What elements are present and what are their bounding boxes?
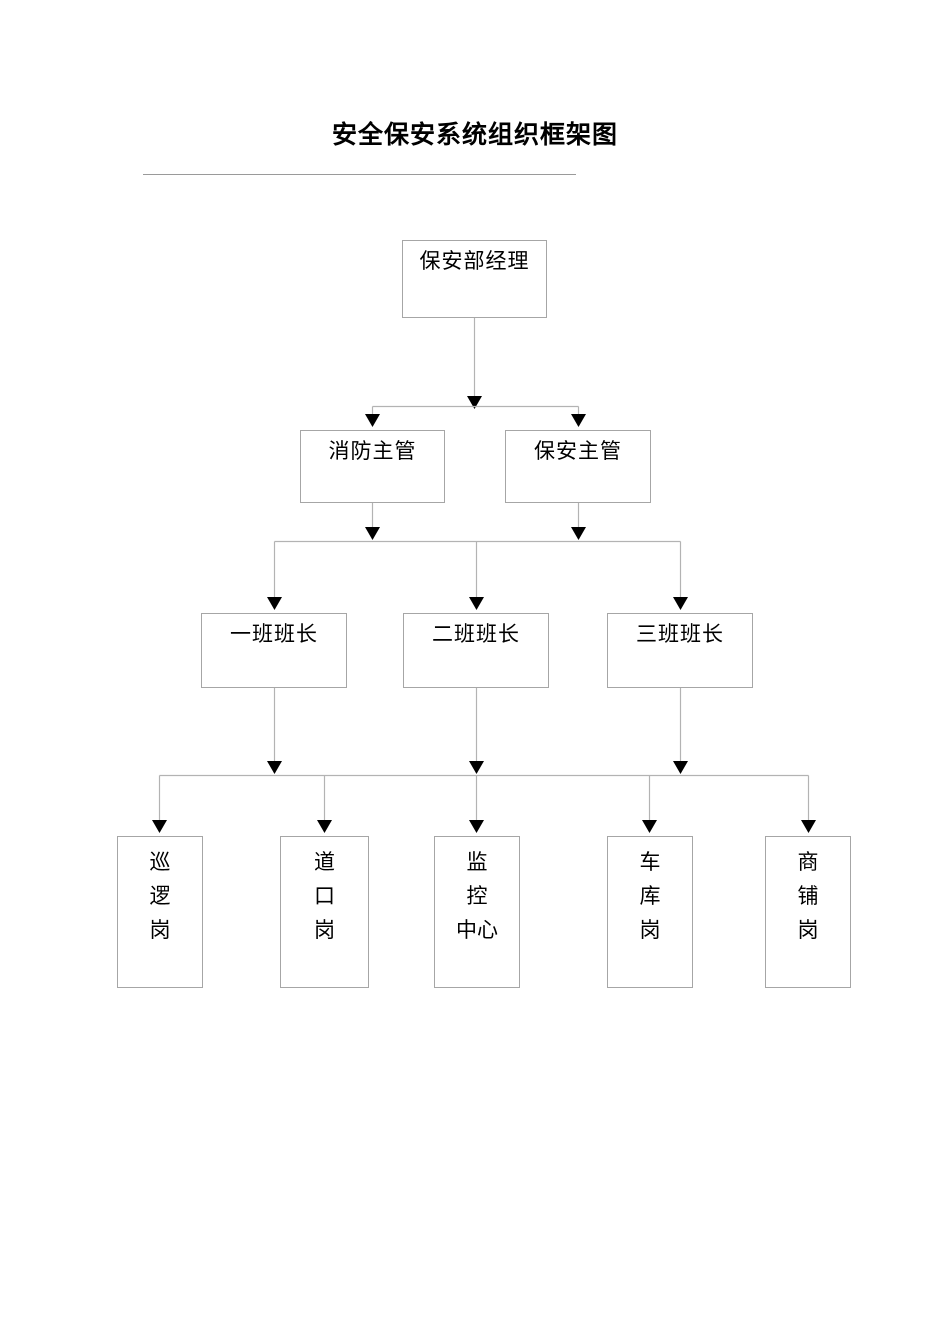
arrowhead-l1-stem — [467, 396, 482, 409]
node-post-garage-label: 车 库 岗 — [639, 850, 661, 942]
arrowhead-post-patrol — [152, 820, 167, 833]
arrowhead-fire-supervisor-stem — [365, 527, 380, 540]
arrowhead-squad-1 — [267, 597, 282, 610]
arrowhead-post-garage — [642, 820, 657, 833]
arrowhead-security-supervisor — [571, 414, 586, 427]
node-squad-leader-3[interactable]: 三班班长 — [607, 613, 753, 688]
node-manager[interactable]: 保安部经理 — [402, 240, 547, 318]
arrowhead-squad-1-stem — [267, 761, 282, 774]
node-post-monitoring[interactable]: 监 控 中心 — [434, 836, 520, 988]
arrowhead-squad-3-stem — [673, 761, 688, 774]
node-fire-supervisor[interactable]: 消防主管 — [300, 430, 445, 503]
arrowhead-squad-2-stem — [469, 761, 484, 774]
page-title: 安全保安系统组织框架图 — [331, 120, 618, 149]
arrowhead-security-supervisor-stem — [571, 527, 586, 540]
node-security-supervisor-label: 保安主管 — [534, 439, 622, 463]
arrowhead-squad-3 — [673, 597, 688, 610]
node-post-shop-label: 商 铺 岗 — [797, 850, 819, 942]
node-fire-supervisor-label: 消防主管 — [328, 439, 417, 463]
node-security-supervisor[interactable]: 保安主管 — [505, 430, 651, 503]
node-squad-leader-1[interactable]: 一班班长 — [201, 613, 347, 688]
arrowhead-post-shop — [801, 820, 816, 833]
node-post-patrol-label: 巡 逻 岗 — [149, 850, 171, 942]
node-post-garage[interactable]: 车 库 岗 — [607, 836, 693, 988]
page-title-block: 安全保安系统组织框架图 — [0, 118, 950, 152]
title-underline-rule — [143, 174, 576, 175]
node-post-monitoring-label: 监 控 中心 — [456, 850, 498, 942]
node-post-gate-label: 道 口 岗 — [314, 850, 335, 942]
node-squad-leader-2[interactable]: 二班班长 — [403, 613, 549, 688]
node-squad-leader-2-label: 二班班长 — [432, 622, 520, 646]
node-squad-leader-1-label: 一班班长 — [230, 622, 318, 646]
arrowhead-post-gate — [317, 820, 332, 833]
arrowhead-post-monitoring — [469, 820, 484, 833]
node-manager-label: 保安部经理 — [419, 249, 530, 273]
arrowhead-fire-supervisor — [365, 414, 380, 427]
arrowhead-squad-2 — [469, 597, 484, 610]
node-post-shop[interactable]: 商 铺 岗 — [765, 836, 851, 988]
node-squad-leader-3-label: 三班班长 — [636, 622, 724, 646]
node-post-patrol[interactable]: 巡 逻 岗 — [117, 836, 203, 988]
node-post-gate[interactable]: 道 口 岗 — [280, 836, 369, 988]
